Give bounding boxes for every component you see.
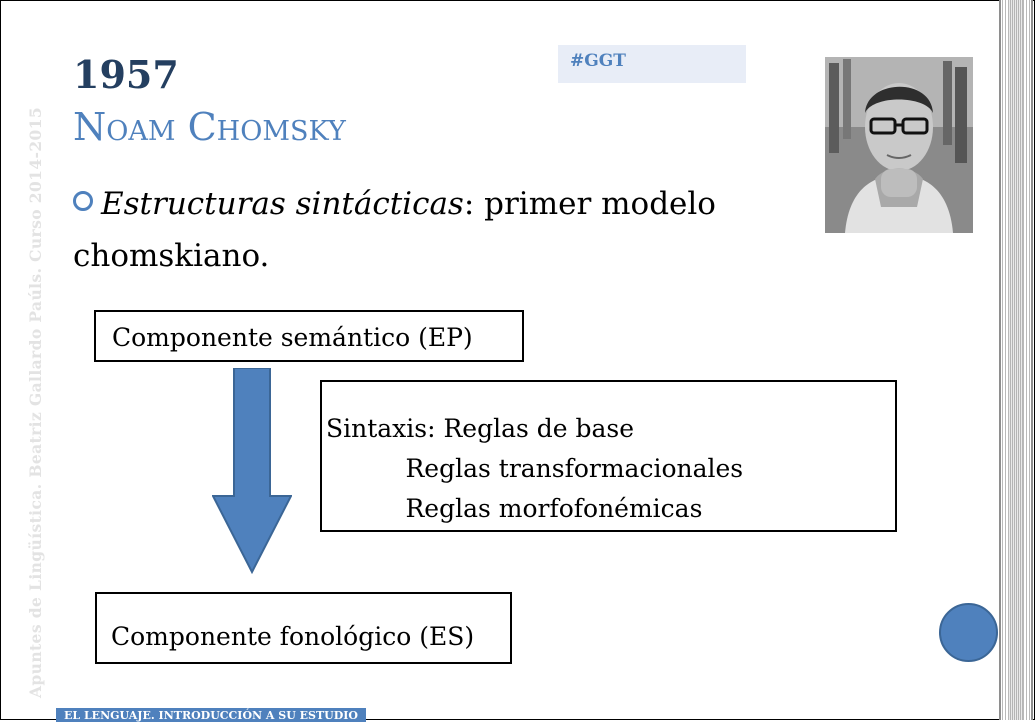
portrait-photo [825,57,973,233]
semantic-component-box: Componente semántico (EP) [94,310,524,362]
ring-bullet-icon [73,191,93,211]
side-watermark-text: Apuntes de Lingüística. Beatriz Gallardo… [26,106,45,698]
slide-title-year: 1957 [73,52,179,97]
bullet-text: Estructuras sintácticas: primer modelo c… [73,178,753,282]
syntax-line-transformational: Reglas transformacionales [326,454,744,483]
decorative-circle [939,603,998,662]
phonological-component-label: Componente fonológico (ES) [111,622,475,651]
syntax-line-morphophonemic: Reglas morfofonémicas [326,494,703,523]
slide-subtitle: Noam Chomsky [73,105,346,149]
book-title: Estructuras sintácticas [101,186,464,222]
footer-label: EL LENGUAJE. INTRODUCCIÓN A SU ESTUDIO [56,708,367,722]
right-decorative-stripes [999,0,1033,720]
down-arrow-icon [212,368,292,574]
phonological-component-box: Componente fonológico (ES) [95,592,512,664]
semantic-component-label: Componente semántico (EP) [112,323,473,352]
syntax-line-base: Sintaxis: Reglas de base [326,414,635,443]
hashtag-label: #GGT [558,45,746,83]
syntax-box: Sintaxis: Reglas de base Reglas transfor… [320,380,897,532]
bullet-description: : primer modelo chomskiano. [73,186,716,274]
